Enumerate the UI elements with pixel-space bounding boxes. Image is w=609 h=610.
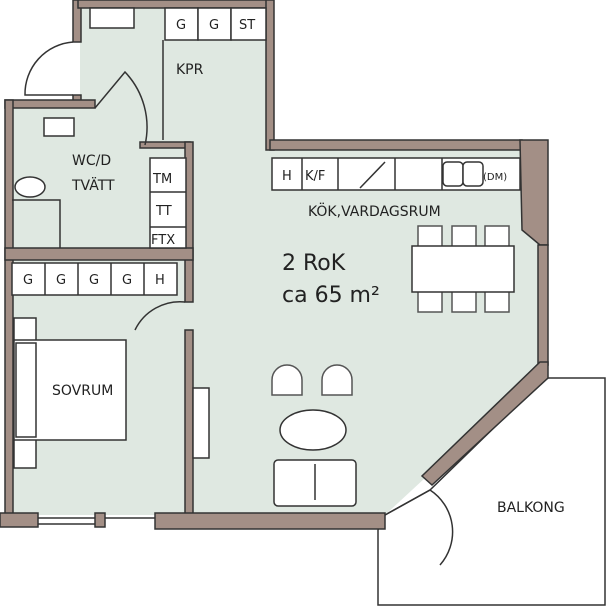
hall-storage-label: G xyxy=(209,18,219,33)
wardrobe-label: G xyxy=(56,273,66,288)
bedroom-label: SOVRUM xyxy=(52,383,113,399)
balcony-label: BALKONG xyxy=(497,500,565,516)
kitchen-unit-label: H xyxy=(282,169,292,184)
bathroom-label-line2: TVÄTT xyxy=(71,176,115,194)
bedroom-wardrobes: G G G G H xyxy=(11,262,178,296)
bathroom-label-line1: WC/D xyxy=(72,153,111,169)
doors xyxy=(24,41,454,566)
living-furniture xyxy=(271,364,357,507)
walls xyxy=(0,0,549,530)
bath-unit-label: TM xyxy=(152,172,172,187)
hall-storage-label: ST xyxy=(239,18,255,33)
hall-label: KPR xyxy=(176,62,204,78)
kitchen-unit-label: (DM) xyxy=(483,172,507,183)
apartment-type: 2 RoK xyxy=(282,251,346,276)
wardrobe-label: G xyxy=(122,273,132,288)
kitchen-counter: H K/F (DM) xyxy=(271,157,521,191)
bedroom: SOVRUM xyxy=(13,317,210,469)
dining-set xyxy=(411,225,515,313)
apartment-area: ca 65 m² xyxy=(282,283,380,308)
wardrobe-label: G xyxy=(23,273,33,288)
wardrobe-label: G xyxy=(89,273,99,288)
hall-storage-label: G xyxy=(176,18,186,33)
bath-unit-label: TT xyxy=(155,204,172,219)
kitchen-unit-label: K/F xyxy=(305,169,325,184)
bath-unit-label: FTX xyxy=(151,233,175,248)
floor-area xyxy=(12,8,540,515)
kitchen-living-label: KÖK,VARDAGSRUM xyxy=(308,202,441,220)
hall-storage: G G ST xyxy=(89,7,267,140)
wardrobe-label: H xyxy=(155,273,165,288)
bathroom: TM TT FTX WC/D TVÄTT xyxy=(12,117,187,249)
